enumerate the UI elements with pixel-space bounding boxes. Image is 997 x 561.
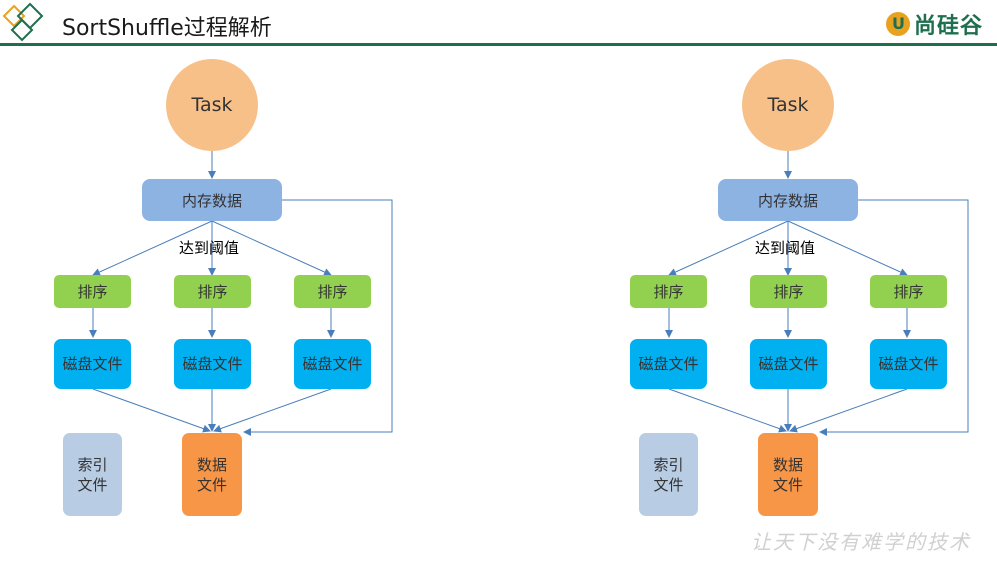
diagram-connectors bbox=[665, 150, 969, 436]
memory-data-node: 内存数据 bbox=[142, 179, 282, 221]
disk-file-node: 磁盘文件 bbox=[870, 339, 947, 389]
disk-file-node: 磁盘文件 bbox=[750, 339, 827, 389]
index-file-node: 索引文件 bbox=[63, 433, 122, 516]
sort-node: 排序 bbox=[174, 275, 251, 308]
flow-diagram-right: Task 内存数据 达到阈值 排序 排序 排序 磁盘文件 磁盘文件 磁盘文件 索… bbox=[576, 55, 996, 525]
disk-file-node: 磁盘文件 bbox=[630, 339, 707, 389]
diamond-logo-icon bbox=[2, 2, 52, 44]
sort-node: 排序 bbox=[630, 275, 707, 308]
threshold-label: 达到阈值 bbox=[755, 239, 816, 257]
disk-file-node: 磁盘文件 bbox=[294, 339, 371, 389]
sort-node: 排序 bbox=[294, 275, 371, 308]
sort-node: 排序 bbox=[54, 275, 131, 308]
sort-node: 排序 bbox=[870, 275, 947, 308]
flow-diagram-left: Task 内存数据 达到阈值 排序 排序 排序 磁盘文件 磁盘文件 磁盘文件 索… bbox=[0, 55, 420, 525]
sort-node: 排序 bbox=[750, 275, 827, 308]
index-file-node: 索引文件 bbox=[639, 433, 698, 516]
brand-logo-icon bbox=[885, 12, 910, 36]
data-file-node: 数据文件 bbox=[182, 433, 242, 516]
brand: 尚硅谷 bbox=[885, 8, 983, 40]
memory-data-node: 内存数据 bbox=[718, 179, 858, 221]
diagram-connectors bbox=[89, 150, 393, 436]
slogan-watermark: 让天下没有难学的技术 bbox=[751, 530, 971, 554]
task-node: Task bbox=[742, 59, 834, 151]
brand-name: 尚硅谷 bbox=[913, 14, 983, 39]
task-node: Task bbox=[166, 59, 258, 151]
threshold-label: 达到阈值 bbox=[179, 239, 240, 257]
header-divider bbox=[0, 43, 997, 46]
page-title: SortShuffle过程解析 bbox=[62, 16, 272, 41]
data-file-node: 数据文件 bbox=[758, 433, 818, 516]
disk-file-node: 磁盘文件 bbox=[174, 339, 251, 389]
disk-file-node: 磁盘文件 bbox=[54, 339, 131, 389]
